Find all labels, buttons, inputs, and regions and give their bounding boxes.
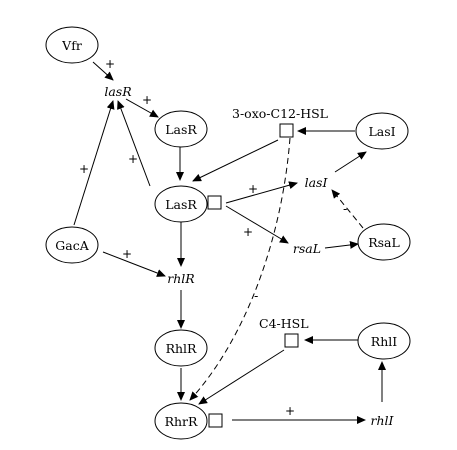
edge-gacA-to-lasR-gene <box>73 100 115 226</box>
node-gacA-label: GacA <box>55 238 89 253</box>
node-rhrR-complex-label: RhrR <box>165 414 198 429</box>
oxo-c12-hsl-square <box>279 123 294 138</box>
sign-complex-rsaL: + <box>243 225 253 239</box>
node-rsaL-protein-label: RsaL <box>368 235 400 250</box>
node-lasR-protein-label: LasR <box>165 122 197 137</box>
node-rhlR-protein-label: RhlR <box>166 341 197 356</box>
gene-rhlI-label: rhlI <box>371 413 395 428</box>
edge-c4-hsl-to-rhrR <box>198 349 285 405</box>
rhrR-complex-square <box>208 413 223 428</box>
edge-complex-to-rsaL-gene <box>225 205 289 244</box>
edge-lasR-gene-to-protein <box>125 98 159 118</box>
edge-oxo-hsl-to-complex <box>192 139 279 182</box>
node-rhlI-protein-label: RhlI <box>371 334 397 349</box>
sign-rhrR-rhlI: + <box>285 404 295 418</box>
node-rhlR-protein: RhlR <box>154 329 208 367</box>
edge-lasI-gene-to-protein <box>334 151 367 173</box>
sign-lasR-gene-protein: + <box>142 93 152 107</box>
gene-rhlR-label: rhlR <box>167 271 194 286</box>
edge-complex-to-lasI-gene <box>225 181 298 204</box>
edge-gacA-to-rhlR-gene <box>102 251 166 277</box>
c4-hsl-label: C4-HSL <box>259 316 309 331</box>
edge-rsaL-to-lasI-gene <box>331 189 364 229</box>
sign-hsl-rhrR: - <box>254 289 258 303</box>
lasR-complex-square <box>207 195 222 210</box>
sign-gacA-lasR: + <box>79 162 89 176</box>
node-rhrR-complex: RhrR <box>154 402 208 440</box>
gene-rsaL-label: rsaL <box>293 241 321 256</box>
gene-lasI-label: lasI <box>305 175 329 190</box>
edge-lasR-complex-to-lasR-gene <box>117 100 151 187</box>
sign-vfr-lasR: + <box>105 57 115 71</box>
c4-hsl-square <box>284 333 299 348</box>
sign-complex-lasI: + <box>248 182 258 196</box>
edge-vfr-to-lasR-gene <box>92 61 114 81</box>
node-vfr-label: Vfr <box>61 38 82 53</box>
node-lasI-protein-label: LasI <box>368 124 395 139</box>
node-lasR-protein: LasR <box>154 110 208 148</box>
node-lasR-complex-label: LasR <box>165 197 197 212</box>
sign-rsaL-lasI: - <box>343 202 347 216</box>
edge-rsaL-gene-to-protein <box>324 240 359 249</box>
node-rhlI-protein: RhlI <box>357 322 411 360</box>
node-vfr: Vfr <box>45 26 99 64</box>
oxo-c12-hsl-label: 3-oxo-C12-HSL <box>232 106 328 121</box>
sign-complex-lasR: + <box>128 152 138 166</box>
node-rsaL-protein: RsaL <box>357 223 411 261</box>
gene-lasR-label: lasR <box>104 84 131 99</box>
sign-gacA-rhlR: + <box>122 247 132 261</box>
node-gacA: GacA <box>45 226 99 264</box>
node-lasR-complex: LasR <box>154 185 208 223</box>
edge-oxo-hsl-to-rhrR <box>189 137 291 401</box>
node-lasI-protein: LasI <box>355 112 409 150</box>
